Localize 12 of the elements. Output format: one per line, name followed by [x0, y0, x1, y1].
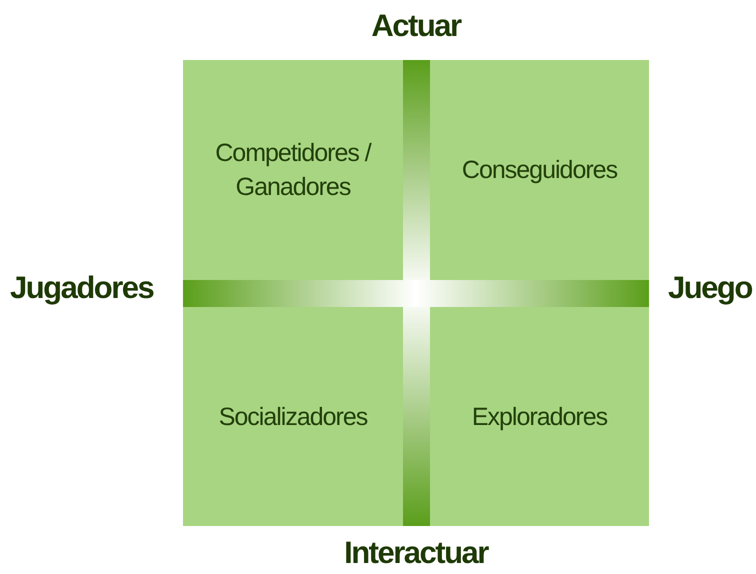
axis-label: Juego	[668, 270, 752, 306]
quadrant-label: Conseguidores	[460, 155, 618, 186]
quadrant-box	[183, 307, 403, 526]
quadrant-box	[430, 60, 649, 280]
axis-label: Jugadores	[10, 270, 154, 306]
axis-label: Actuar	[371, 8, 461, 44]
quadrant-box	[430, 307, 649, 526]
quadrant-box	[183, 60, 403, 280]
quadrant-label: Competidores / Ganadores	[214, 138, 372, 203]
axis-label: Interactuar	[344, 535, 488, 571]
quadrant-label: Socializadores	[218, 402, 368, 432]
quadrant-label: Exploradores	[470, 402, 608, 432]
